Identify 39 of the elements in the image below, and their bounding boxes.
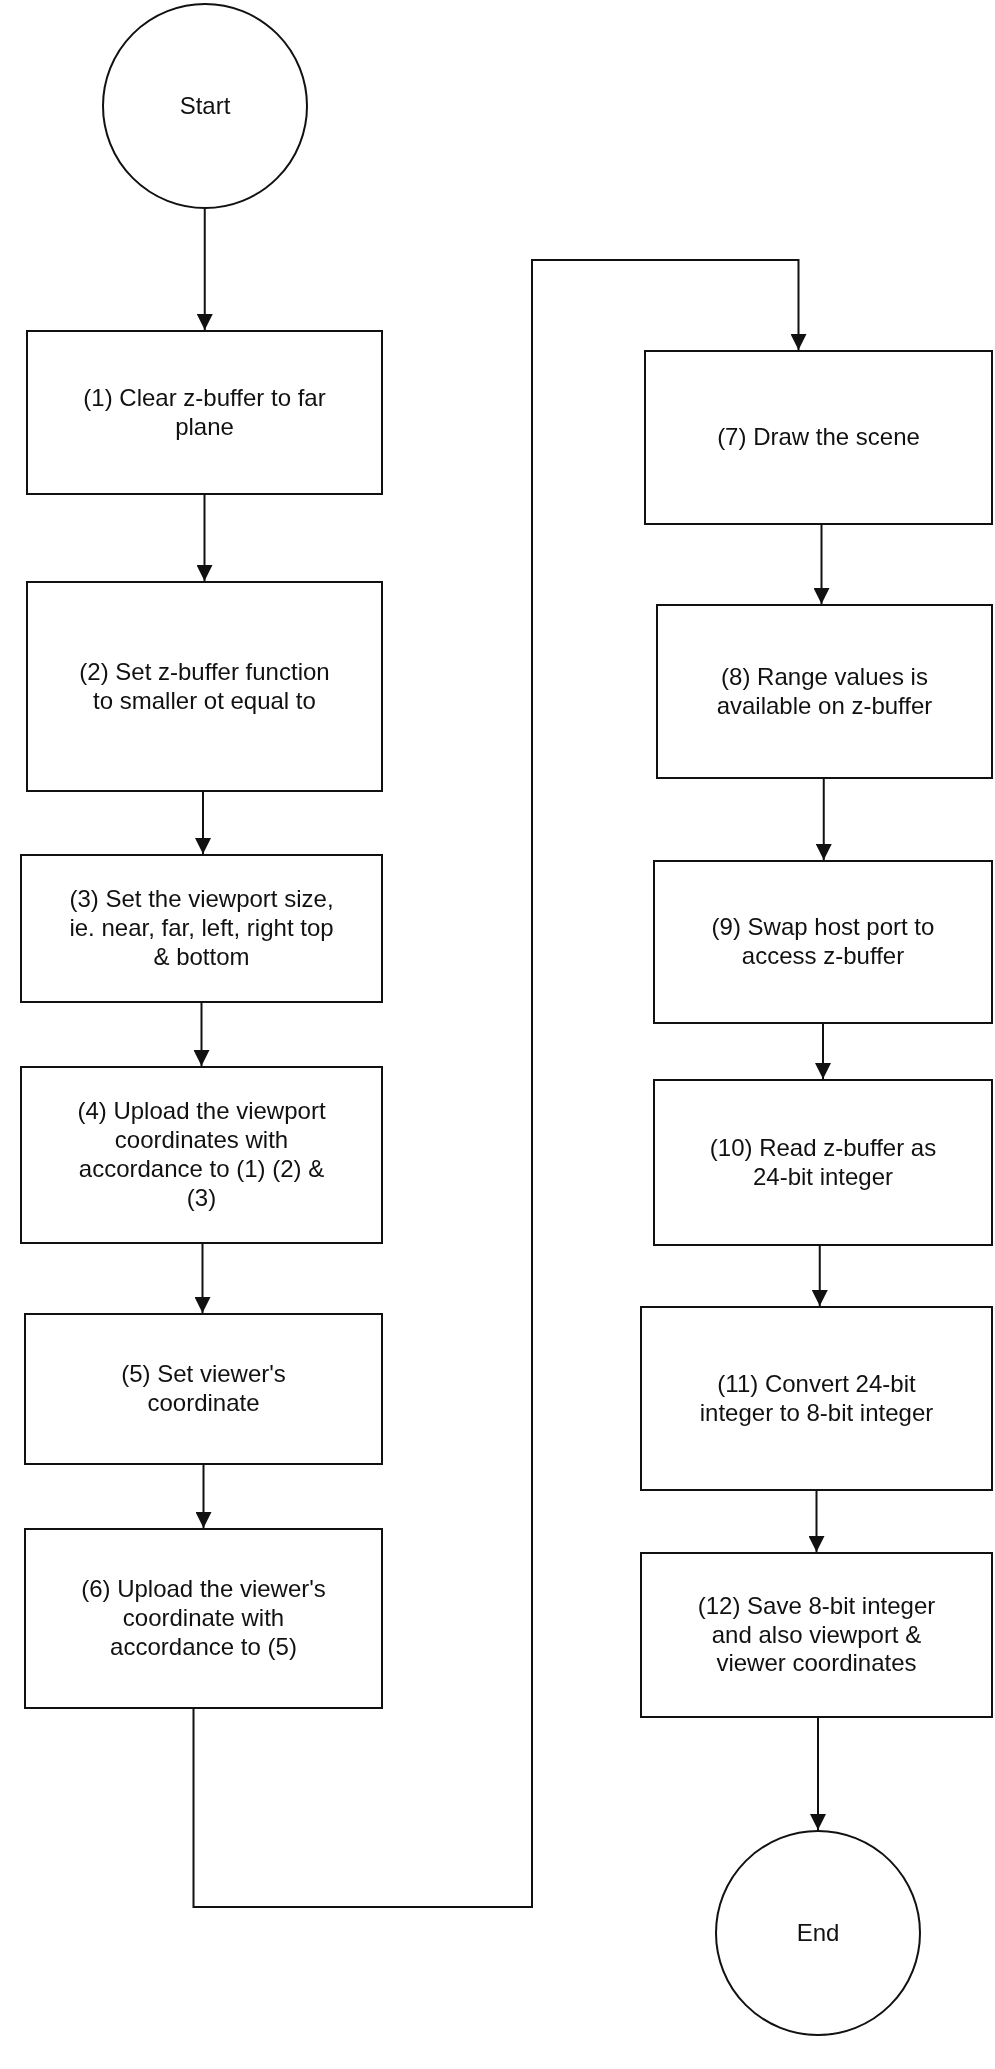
process-box <box>24 1528 383 1709</box>
process-box <box>653 860 993 1024</box>
arrow <box>808 1490 825 1553</box>
arrow <box>815 1023 831 1080</box>
arrow <box>815 778 832 861</box>
step-text: (10) Read z-buffer as 24-bit integer <box>708 1132 938 1192</box>
arrow <box>811 1245 828 1307</box>
process-box <box>640 1552 993 1718</box>
arrow <box>195 1464 212 1529</box>
process-box <box>26 330 383 495</box>
process-box <box>640 1306 993 1491</box>
arrow <box>193 1002 210 1067</box>
process-box <box>656 604 993 779</box>
step-text: (4) Upload the viewport coordinates with accordance to (1) (2) & (3) <box>76 1096 327 1213</box>
process-box <box>644 350 993 525</box>
step-text: Start <box>178 90 232 121</box>
step-text: (8) Range values is available on z-buffer <box>715 661 934 721</box>
arrow <box>196 494 213 582</box>
arrow <box>194 1243 211 1314</box>
step-text: End <box>795 1917 841 1948</box>
arrow <box>813 524 830 605</box>
arrow <box>810 1717 826 1831</box>
step-text: (12) Save 8-bit integer and also viewport & viewer coordinates <box>696 1590 937 1679</box>
process-box <box>24 1313 383 1465</box>
step-text: (9) Swap host port to access z-buffer <box>710 912 936 971</box>
step-text: (1) Clear z-buffer to far plane <box>82 382 327 442</box>
arrow <box>195 791 211 855</box>
step-text: (5) Set viewer's coordinate <box>120 1359 287 1418</box>
step-text: (6) Upload the viewer's coordinate with accordance to (5) <box>80 1574 327 1662</box>
arrow <box>196 208 213 331</box>
step-text: (11) Convert 24-bit integer to 8-bit integer <box>698 1368 935 1428</box>
process-box <box>26 581 383 792</box>
arrow <box>192 259 807 1908</box>
step-text: (3) Set the viewport size, ie. near, far, left, right top & bottom <box>68 884 335 972</box>
step-text: (2) Set z-buffer function to smaller ot equal to <box>78 656 331 716</box>
process-box <box>20 1066 383 1244</box>
process-box <box>653 1079 993 1246</box>
process-box <box>20 854 383 1003</box>
step-text: (7) Draw the scene <box>716 422 921 453</box>
